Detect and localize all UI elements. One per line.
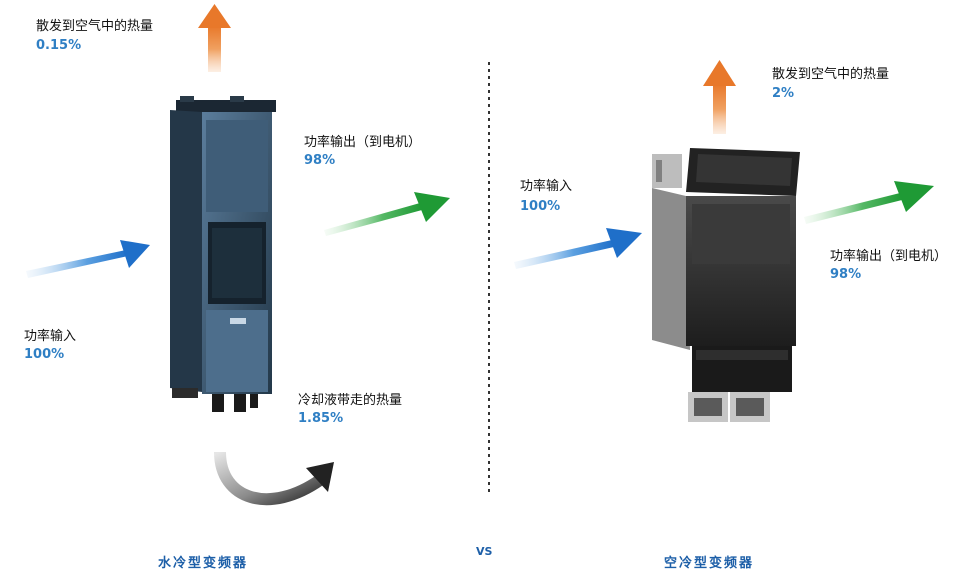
right-power-in-label: 功率输入 [520,178,572,195]
left-power-in-value: 100% [24,347,64,363]
air-cooled-caption: 空冷型变频器 [664,552,754,571]
left-heat-air-arrow [198,4,231,72]
right-power-in-value: 100% [520,199,560,215]
coolant-heat-value: 1.85% [298,411,343,427]
left-heat-air-label: 散发到空气中的热量 [36,18,153,35]
right-power-out-arrow [804,181,934,224]
air-cooled-drive-image [652,148,800,422]
right-power-out-label: 功率输出（到电机） [830,248,947,265]
vs-label: VS [476,545,492,558]
left-power-out-value: 98% [304,153,335,169]
left-power-out-label: 功率输出（到电机） [304,134,421,151]
right-heat-air-label: 散发到空气中的热量 [772,66,889,83]
right-heat-air-arrow [703,60,736,134]
water-cooled-drive-image [170,96,276,412]
left-power-in-arrow [26,240,150,278]
right-power-out-value: 98% [830,267,861,283]
water-cooled-caption: 水冷型变频器 [158,552,248,571]
coolant-heat-curve-arrow [220,452,334,499]
left-power-out-arrow [324,192,450,236]
right-heat-air-value: 2% [772,86,794,102]
coolant-heat-label: 冷却液带走的热量 [298,392,402,409]
right-power-in-arrow [514,228,642,269]
left-heat-air-value: 0.15% [36,38,81,54]
left-power-in-label: 功率输入 [24,328,76,345]
